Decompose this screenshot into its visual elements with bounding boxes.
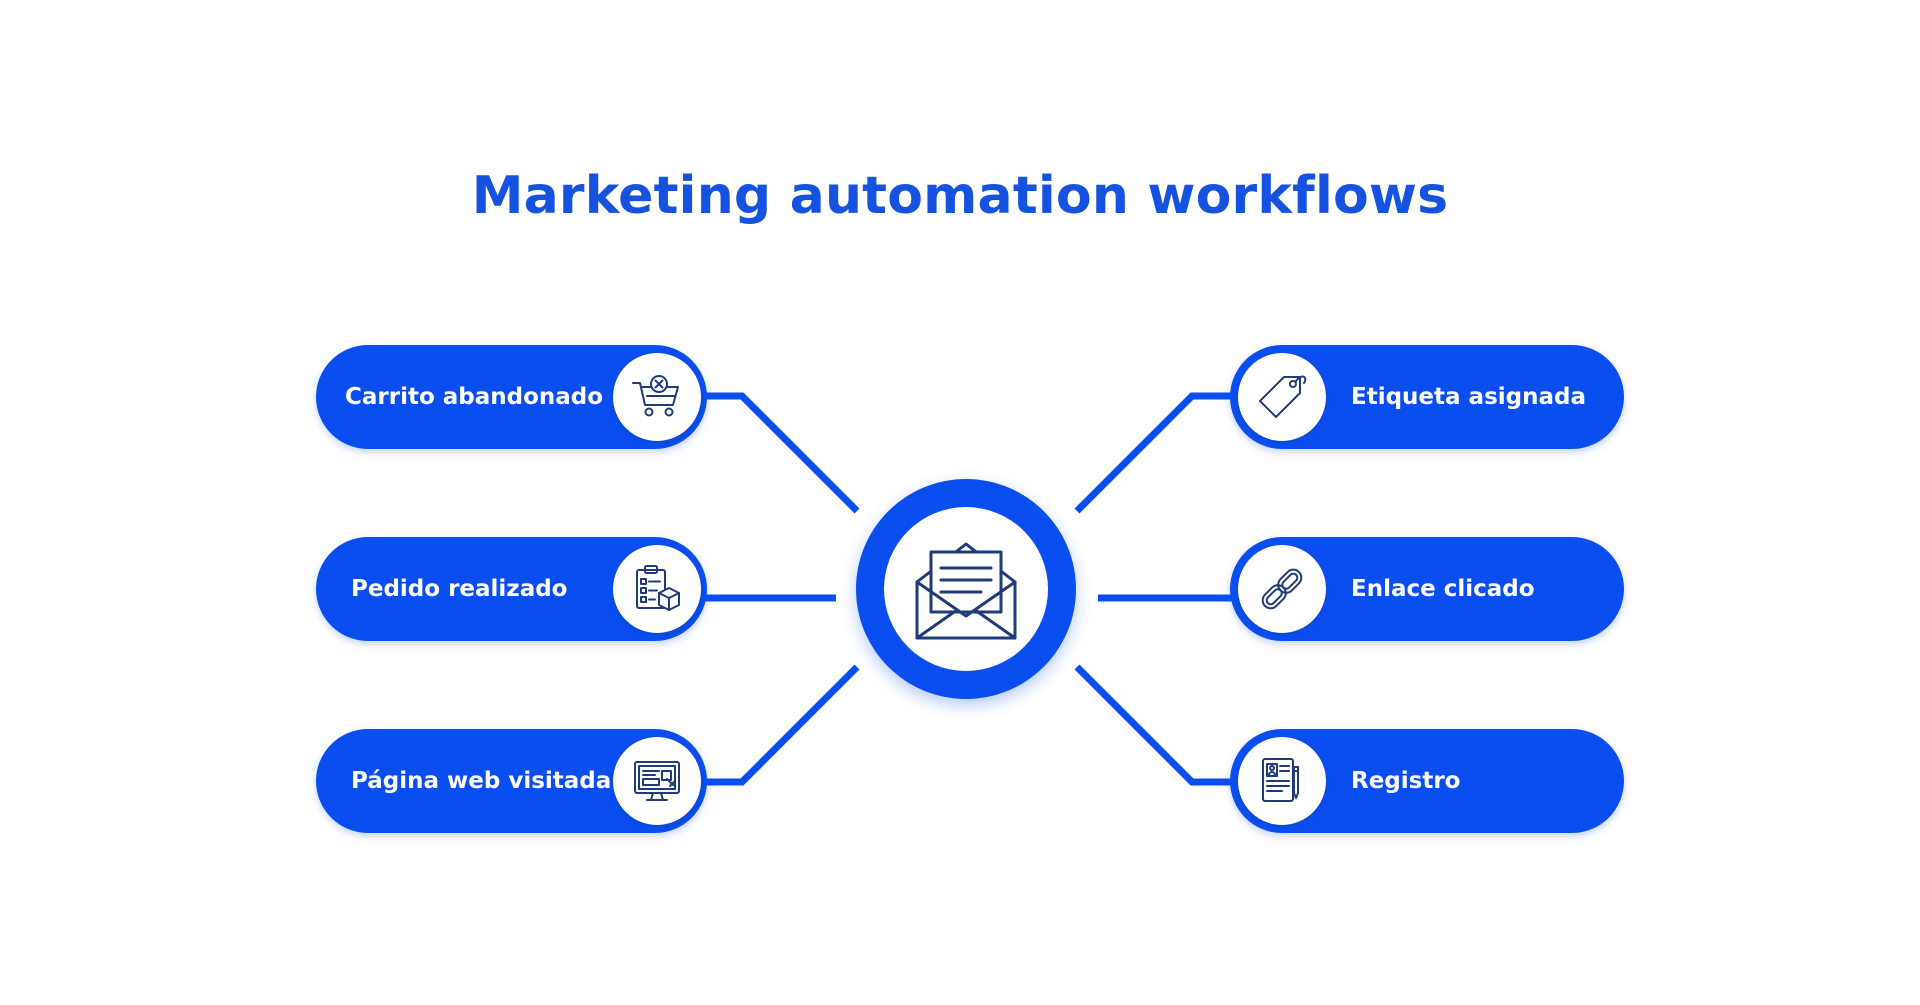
workflow-label: Registro <box>1351 768 1461 794</box>
workflow-enlace-clicado: Enlace clicado <box>1230 537 1624 641</box>
registration-form-icon <box>1238 737 1326 825</box>
connector-bottom-right <box>1074 664 1236 786</box>
workflow-pagina-web-visitada: Página web visitada <box>316 729 707 833</box>
connector-bottom-left <box>690 664 860 786</box>
workflow-label: Carrito abandonado <box>345 384 604 410</box>
diagram-title: Marketing automation workflows <box>471 166 1449 226</box>
web-monitor-icon <box>613 737 701 825</box>
abandoned-cart-icon <box>613 353 701 441</box>
tag-icon <box>1238 353 1326 441</box>
workflow-etiqueta-asignada: Etiqueta asignada <box>1230 345 1624 449</box>
connector-top-left <box>690 392 860 514</box>
hub-inner-circle <box>884 507 1048 671</box>
envelope-open-icon <box>915 542 1017 640</box>
central-hub <box>856 479 1076 699</box>
workflow-registro: Registro <box>1230 729 1624 833</box>
workflow-label: Pedido realizado <box>351 576 568 602</box>
workflow-label: Página web visitada <box>351 768 612 794</box>
order-clipboard-icon <box>613 545 701 633</box>
workflow-pedido-realizado: Pedido realizado <box>316 537 707 641</box>
workflow-carrito-abandonado: Carrito abandonado <box>316 345 707 449</box>
workflow-label: Etiqueta asignada <box>1351 384 1586 410</box>
workflow-label: Enlace clicado <box>1351 576 1535 602</box>
link-icon <box>1238 545 1326 633</box>
connector-top-right <box>1074 392 1236 514</box>
